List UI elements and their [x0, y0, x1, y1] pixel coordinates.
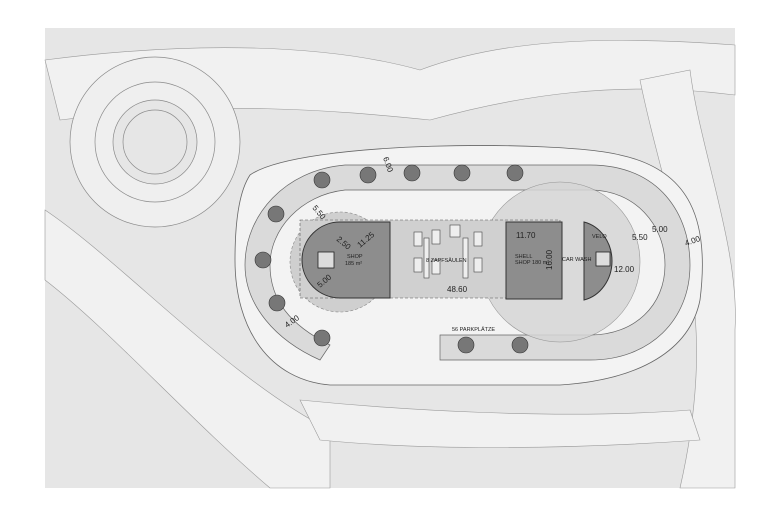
parking-label: 56 PARKPLÄTZE [452, 326, 495, 333]
road-bottom [299, 399, 701, 448]
road-left [44, 209, 331, 489]
dim-velo-radius: 12.00 [614, 265, 635, 274]
pumps-label: 8 ZAPFSÄULEN [426, 257, 467, 264]
shell-shop-area: SHOP 180 m² [515, 260, 549, 266]
pump-islands [413, 224, 483, 279]
dim-right-parking: 5.00 [652, 225, 668, 234]
dim-shell-height: 16.00 [545, 249, 554, 270]
shell-shop-building [505, 221, 563, 300]
dim-right-ring: 5.50 [632, 233, 648, 242]
dim-canopy-length: 48.60 [447, 285, 468, 294]
shop-label: SHOP [347, 254, 363, 260]
roundabout [69, 56, 241, 228]
shop-building [301, 221, 391, 299]
shell-label: SHELL [515, 254, 532, 260]
dim-shell-width: 11.70 [516, 231, 536, 240]
shop-area: 185 m² [345, 261, 362, 267]
car-wash-label: CAR WASH [562, 257, 591, 263]
velo-label: VELO [592, 234, 607, 240]
shop-stair [317, 251, 335, 269]
parking-ring [244, 164, 691, 361]
trees [254, 164, 529, 354]
velo-stair [595, 251, 611, 267]
